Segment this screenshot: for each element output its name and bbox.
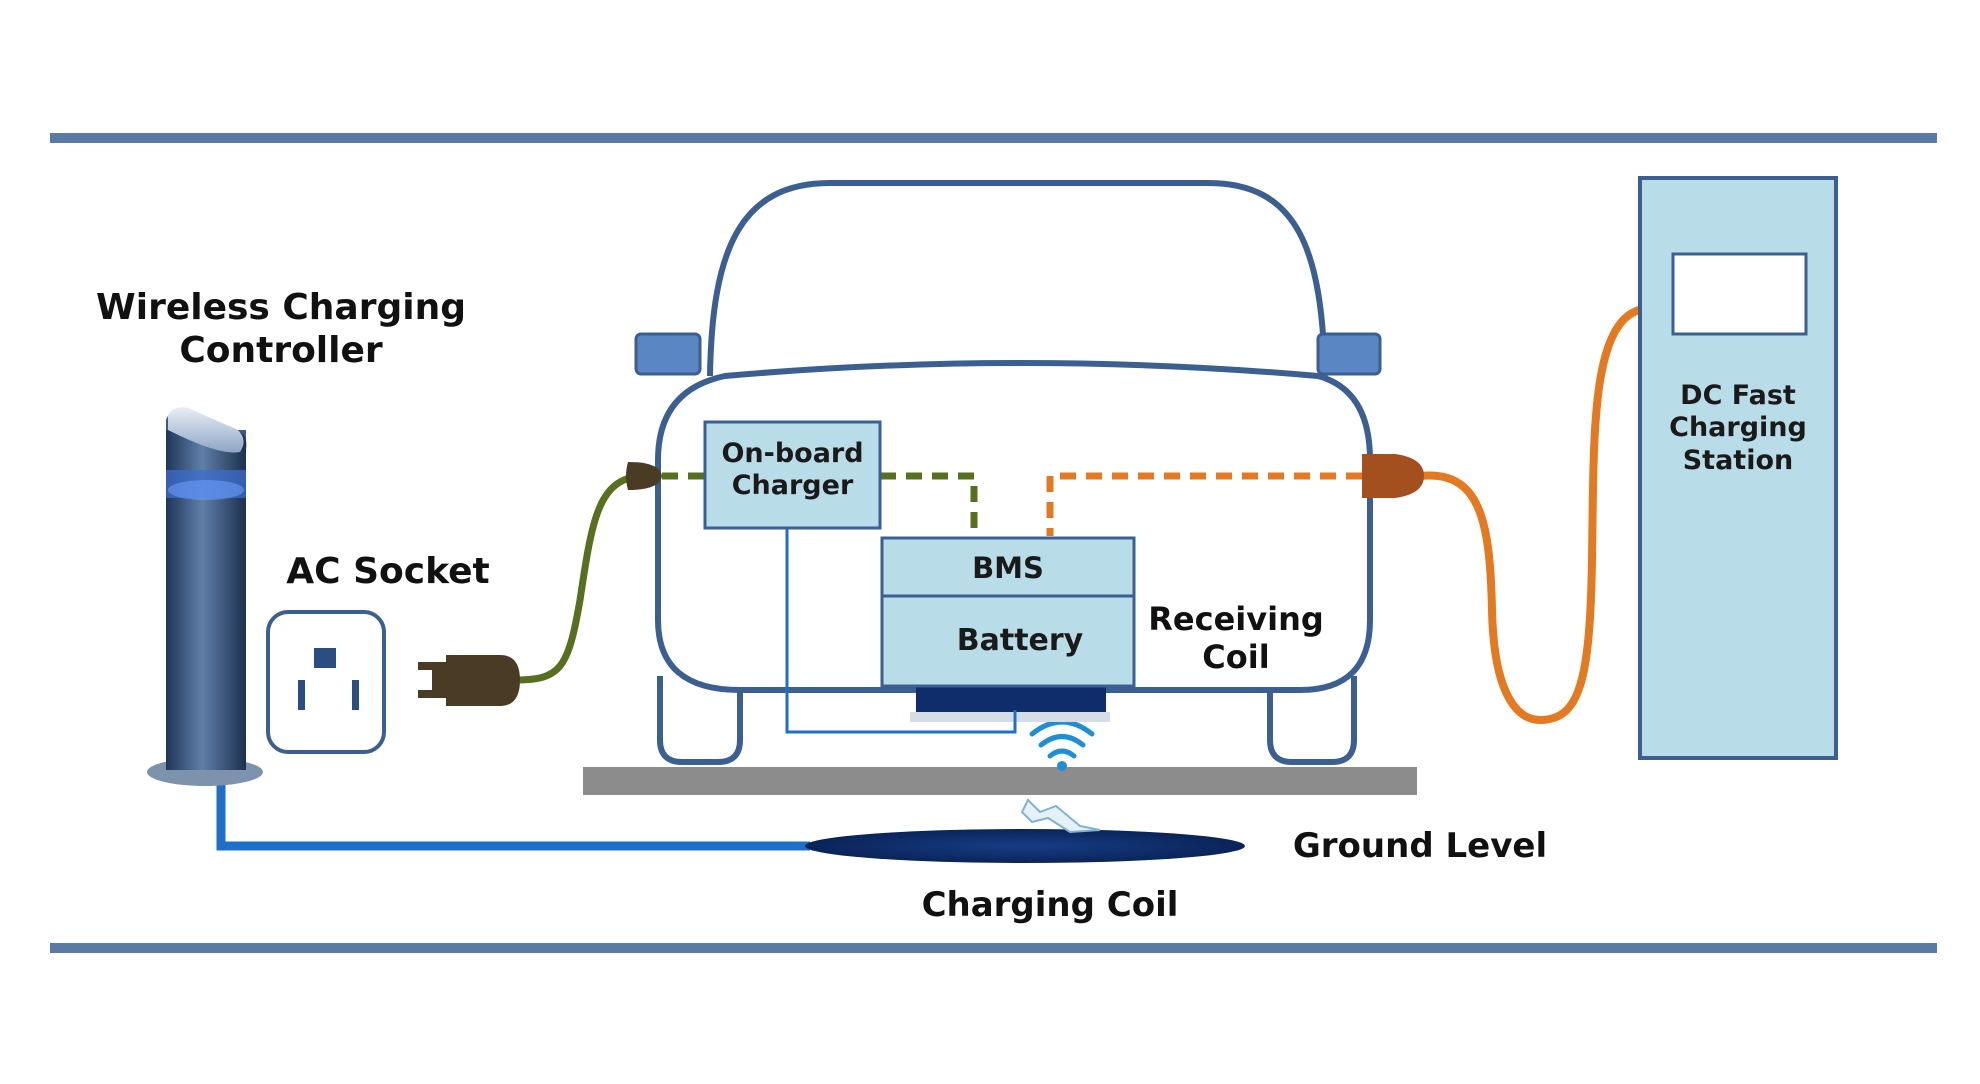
dc-dashed-link — [1046, 472, 1362, 536]
ac-cable — [513, 472, 641, 684]
dc-cable — [1419, 304, 1651, 725]
ac-socket-label: AC Socket — [286, 551, 490, 592]
bottom-frame-line — [50, 943, 1937, 953]
wireless-controller-label-line2: Controller — [179, 330, 383, 372]
on-board-charger-label-line2: Charger — [731, 470, 854, 502]
charging-coil-pad — [805, 829, 1245, 863]
ground-level-label: Ground Level — [1292, 826, 1548, 866]
right-mirror — [1316, 332, 1382, 376]
receiving-coil-label: Receiving Coil — [1136, 600, 1336, 677]
dc-station-label-line2: Charging — [1669, 412, 1807, 444]
bms-box — [880, 536, 1136, 598]
dc-station-label-line1: DC Fast — [1680, 380, 1796, 411]
ground-bar — [583, 767, 1417, 795]
dc-fast-charging-station — [1638, 176, 1838, 760]
ac-socket — [266, 610, 386, 754]
on-board-charger-label: On-board Charger — [705, 438, 880, 503]
top-frame-line — [50, 133, 1937, 143]
receiving-coil-shadow — [910, 712, 1110, 722]
bms-label: BMS — [972, 551, 1044, 585]
dc-inlet-plug — [1362, 454, 1424, 498]
receiving-coil-label-line1: Receiving — [1148, 600, 1324, 638]
dc-station-screen — [1671, 252, 1808, 336]
wireless-signal-icon — [1029, 719, 1095, 771]
receiving-coil-label-line2: Coil — [1202, 638, 1270, 677]
receiving-coil-pad — [916, 686, 1106, 712]
right-wheel — [1267, 676, 1357, 765]
on-board-charger-label-line1: On-board — [721, 438, 864, 469]
car-roof — [707, 180, 1328, 377]
battery-label: Battery — [956, 623, 1084, 658]
left-wheel — [657, 676, 743, 765]
ac-inlet-plug — [626, 462, 662, 490]
dc-station-label-line3: Station — [1682, 444, 1794, 476]
left-mirror — [634, 332, 702, 376]
on-board-charger-box — [703, 420, 882, 530]
energy-transfer-icon — [1020, 798, 1101, 834]
ac-dashed-link-bms — [880, 472, 978, 536]
dc-station-label: DC Fast Charging Station — [1640, 380, 1836, 477]
wireless-charging-controller — [147, 407, 263, 786]
controller-coil-line — [216, 780, 810, 851]
wireless-controller-label: Wireless Charging Controller — [86, 286, 476, 372]
wireless-controller-label-line1: Wireless Charging — [96, 287, 466, 328]
battery-box — [880, 594, 1136, 688]
ac-plug — [418, 655, 520, 706]
charging-coil-label: Charging Coil — [921, 885, 1179, 925]
charger-coil-line — [785, 526, 1017, 734]
